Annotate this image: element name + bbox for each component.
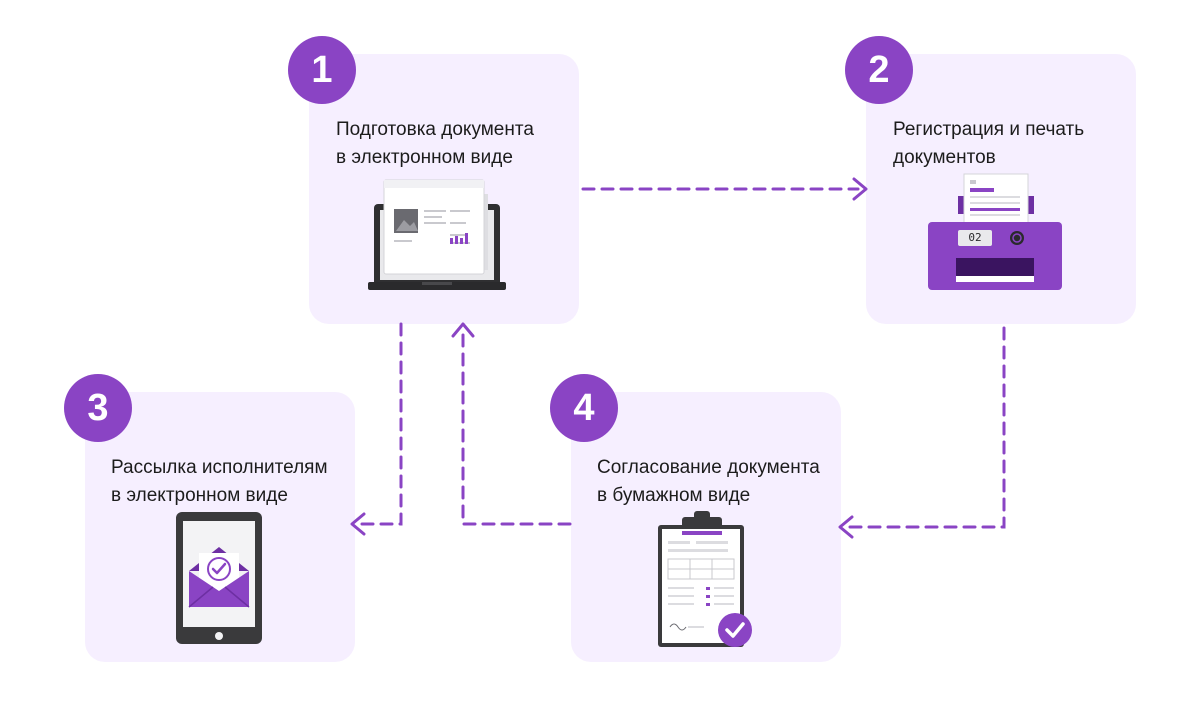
step-title-1-line1: Подготовка документа [336,119,534,140]
step-title-1-line2: в электронном виде [336,147,513,168]
step-title-2-line2: документов [893,147,996,168]
step-number-badge-1: 1 [288,36,356,104]
step-title-4-line1: Согласование документа [597,457,820,478]
tablet-envelope-icon [176,512,262,644]
step-number-badge-2: 2 [845,36,913,104]
step-title-4-line2: в бумажном виде [597,485,751,506]
step-title-3-line2: в электронном виде [111,485,288,506]
arrowhead-left-4 [838,515,854,539]
arrow-1-to-3 [358,322,403,526]
arrowhead-up [451,322,475,338]
step-title-3: Рассылка исполнителям в электронном виде [111,454,361,510]
printer-display: 02 [968,231,982,244]
arrowhead-left-3 [350,512,366,536]
arrow-2-to-4 [846,326,1006,529]
arrow-4-to-1 [461,328,572,526]
step-title-4: Согласование документа в бумажном виде [597,454,847,510]
step-title-2: Регистрация и печать документов [893,116,1143,172]
step-number-badge-4: 4 [550,374,618,442]
step-title-3-line1: Рассылка исполнителям [111,457,328,478]
laptop-icon [368,179,506,290]
clipboard-check-icon [658,511,752,647]
step-number-badge-3: 3 [64,374,132,442]
step-title-1: Подготовка документа в электронном виде [336,116,586,172]
step-title-2-line1: Регистрация и печать [893,119,1085,140]
printer-icon: 02 [928,172,1064,292]
arrowhead-right [852,177,868,201]
